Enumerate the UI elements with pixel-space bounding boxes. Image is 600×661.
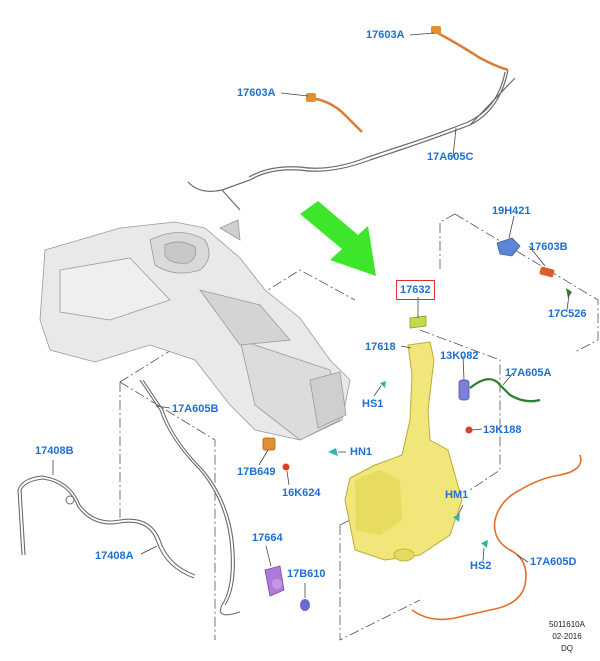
- footer-ref: 5011610A: [549, 620, 585, 629]
- parts-right-group: [496, 237, 572, 298]
- outline-mid: [419, 329, 501, 491]
- outline-right: [439, 213, 599, 353]
- callout-17A605D: 17A605D: [530, 556, 577, 568]
- washer-reservoir: [344, 315, 463, 562]
- hoses-left: [17, 379, 241, 616]
- callout-17603A-middle: 17603A: [237, 87, 276, 99]
- callout-17A605C: 17A605C: [427, 151, 474, 163]
- callout-HM1: HM1: [445, 489, 469, 501]
- connectors: [262, 381, 488, 548]
- hose-ends-17603A: [306, 26, 441, 102]
- callout-17408A: 17408A: [95, 550, 134, 562]
- callout-17664: 17664: [252, 532, 283, 544]
- hoses-17603A: [309, 30, 509, 133]
- outline-left: [119, 269, 356, 640]
- footer-date: 02-2016: [552, 632, 582, 641]
- callout-13K188: 13K188: [483, 424, 522, 436]
- callout-HN1: HN1: [350, 446, 373, 458]
- callout-17618: 17618: [365, 341, 396, 353]
- leader-lines: [52, 32, 570, 598]
- pump-assembly: [264, 565, 310, 611]
- harness-17A605C: [187, 69, 516, 211]
- callout-17408B: 17408B: [35, 445, 74, 457]
- hose-clip: [65, 495, 75, 505]
- pointer-arrow: [300, 201, 376, 276]
- body-structure: [39, 219, 351, 441]
- callout-HS1: HS1: [362, 398, 384, 410]
- callout-17B649: 17B649: [237, 466, 276, 478]
- callout-17632-highlighted: 17632: [396, 280, 435, 300]
- callout-17A605A: 17A605A: [505, 367, 552, 379]
- callout-16K624: 16K624: [282, 487, 321, 499]
- callout-19H421: 19H421: [492, 205, 531, 217]
- callout-17A605B: 17A605B: [172, 403, 219, 415]
- footer-code: DQ: [561, 644, 573, 653]
- callout-17C526: 17C526: [548, 308, 587, 320]
- callout-HS2: HS2: [470, 560, 492, 572]
- sensor-and-hose: [458, 378, 541, 434]
- callout-17B610: 17B610: [287, 568, 326, 580]
- callout-17603B: 17603B: [529, 241, 568, 253]
- callout-13K082: 13K082: [440, 350, 479, 362]
- callout-17603A-top: 17603A: [366, 29, 405, 41]
- hose-17A605D: [411, 454, 582, 621]
